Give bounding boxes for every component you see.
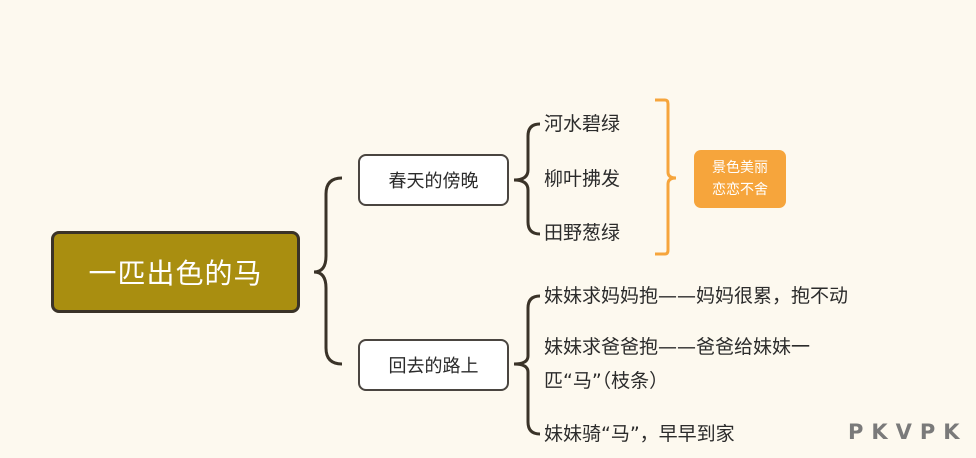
summary-line: 恋恋不舍 xyxy=(712,182,768,198)
summary-line: 景色美丽 xyxy=(712,160,768,176)
branch-node-way-back[interactable]: 回去的路上 xyxy=(358,339,509,391)
leaf-node[interactable]: 河水碧绿 xyxy=(544,113,621,135)
root-brace xyxy=(313,176,343,366)
leaf-node[interactable]: 妹妹骑“马”，早早到家 xyxy=(544,423,735,445)
branch-node-spring-evening[interactable]: 春天的傍晚 xyxy=(358,154,509,206)
leaf-node[interactable]: 妹妹求爸爸抱——爸爸给妹妹一 xyxy=(544,336,811,358)
branch-label: 回去的路上 xyxy=(388,356,479,377)
leaf-node-continued: 匹“马”（枝条） xyxy=(544,370,669,392)
branch2-brace xyxy=(513,294,541,436)
branch-label: 春天的傍晚 xyxy=(388,171,479,192)
root-node[interactable]: 一匹出色的马 xyxy=(51,231,300,313)
watermark: PKVPK xyxy=(848,420,968,444)
branch1-brace xyxy=(513,122,541,236)
leaf-node[interactable]: 田野葱绿 xyxy=(544,222,621,244)
summary-bracket xyxy=(655,98,677,256)
leaf-node[interactable]: 妹妹求妈妈抱——妈妈很累，抱不动 xyxy=(544,285,849,307)
leaf-node[interactable]: 柳叶拂发 xyxy=(544,168,621,190)
summary-node[interactable]: 景色美丽 恋恋不舍 xyxy=(694,150,786,208)
root-label: 一匹出色的马 xyxy=(88,257,263,290)
